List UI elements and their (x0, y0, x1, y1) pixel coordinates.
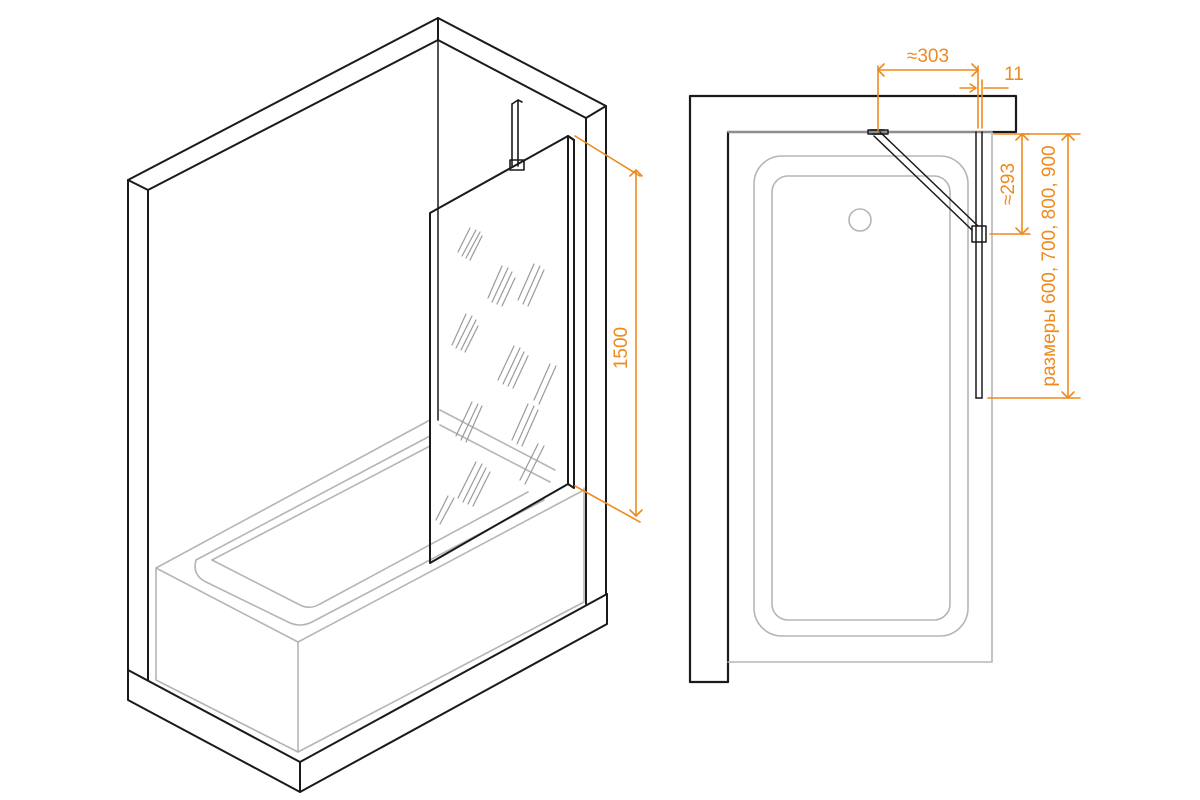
floor-plinth (127, 593, 608, 793)
drain-circle-icon (848, 208, 872, 232)
bracket-depth-label: ≈293 (998, 163, 1019, 205)
bathtub-top-view (727, 131, 993, 663)
bathtub (155, 409, 585, 753)
height-dimension (574, 135, 643, 523)
bracket-length-label: ≈303 (907, 46, 949, 67)
height-dimension-label: 1500 (611, 327, 632, 369)
profile-offset-dimension (959, 79, 1009, 129)
glass-panel-top-view (975, 131, 983, 399)
left-wall (127, 17, 607, 681)
panel-width-label: размеры 600, 700, 800, 900 (1039, 145, 1060, 386)
panel-width-dimension (987, 133, 1081, 399)
stabilizer-bar (867, 129, 987, 243)
profile-offset-label: 11 (1004, 64, 1024, 85)
top-view: ≈303 11 ≈293 размеры 600, 700, 800, (688, 46, 1081, 684)
wall-bracket (509, 99, 525, 171)
wall-outline (688, 94, 1018, 684)
isometric-view: 1500 (127, 17, 643, 793)
glass-panel (429, 135, 575, 564)
diagonal-hatch-icon (435, 227, 557, 525)
bracket-length-dimension (877, 63, 979, 131)
